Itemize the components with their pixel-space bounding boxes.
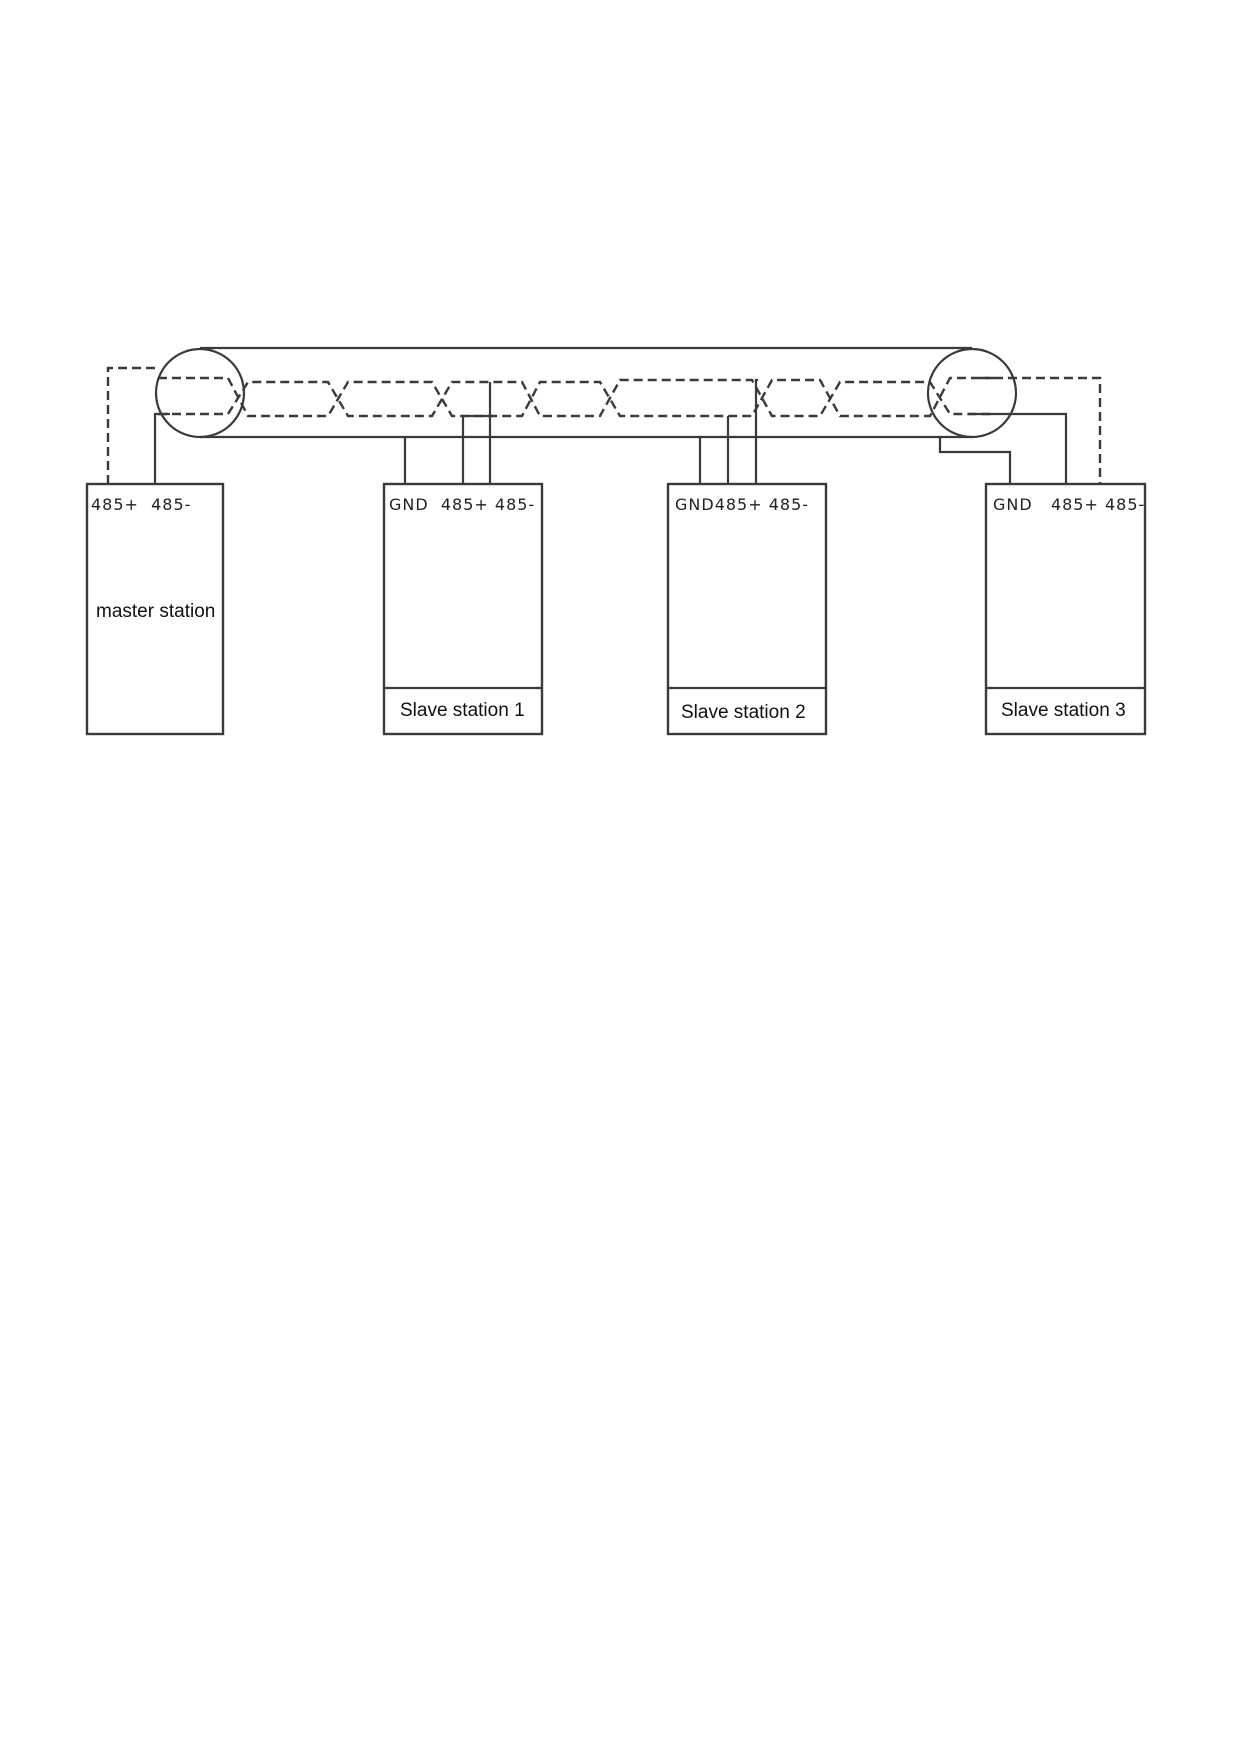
master-485plus-wire [106, 366, 160, 484]
slave-station-3-label: Slave station 3 [1001, 700, 1126, 721]
slave3-485minus-wire [980, 376, 1102, 484]
conductor-a [158, 376, 995, 418]
cable-end-left [154, 347, 246, 439]
slave-station-2-pin-labels: GND485+ 485- [675, 495, 809, 514]
slave2-wiring [698, 378, 758, 484]
twisted-conductors [158, 376, 995, 418]
slave-station-1: GND 485+ 485- Slave station 1 [382, 482, 544, 736]
slave-station-1-box [382, 482, 544, 736]
slave-station-2-label: Slave station 2 [681, 702, 806, 723]
slave2-485minus-wire [754, 378, 758, 484]
slave-station-1-label: Slave station 1 [400, 700, 525, 721]
slave-station-3-pin-labels: GND 485+ 485- [993, 495, 1145, 514]
master-station-label: master station [96, 601, 215, 622]
slave-station-2: GND485+ 485- Slave station 2 [666, 482, 828, 736]
master-wiring [106, 366, 170, 484]
slave1-wiring [403, 382, 494, 484]
slave-station-1-pin-labels: GND 485+ 485- [389, 495, 535, 514]
slave3-gnd-wire [938, 437, 1012, 484]
master-pin-labels: 485+ 485- [91, 495, 191, 514]
twisted-pair-cable [154, 346, 1018, 439]
slave3-485plus-wire [968, 412, 1068, 484]
conductor-b [158, 378, 995, 418]
master-485minus-wire [153, 412, 170, 484]
slave-station-2-box [666, 482, 828, 736]
master-station: 485+ 485- master station [85, 482, 225, 736]
slave-station-3: GND 485+ 485- Slave station 3 [984, 482, 1147, 736]
slave1-485plus-wire [461, 414, 494, 484]
cable-end-right [926, 347, 1018, 439]
slave-station-3-box [984, 482, 1147, 736]
slave3-wiring [938, 376, 1102, 484]
master-station-box [85, 482, 225, 736]
